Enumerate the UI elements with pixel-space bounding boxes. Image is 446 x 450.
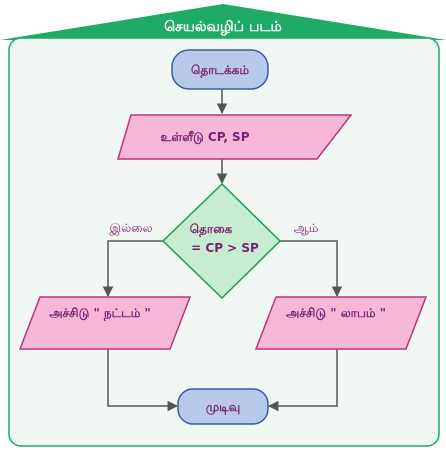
print-loss-node: அச்சிடு " நட்டம் " xyxy=(18,296,192,350)
print-profit-parallelogram-shape xyxy=(254,296,428,350)
title-tab xyxy=(160,14,286,38)
decision-diamond-shape xyxy=(161,182,282,300)
print-profit-node: அச்சிடு " லாபம் " xyxy=(254,296,428,350)
end-node: முடிவு xyxy=(177,388,269,425)
print-loss-label: அச்சிடு " நட்டம் " xyxy=(49,306,151,321)
input-label: உள்ளீடு CP, SP xyxy=(160,130,249,144)
end-terminal-shape xyxy=(177,388,269,425)
print-loss-parallelogram-shape xyxy=(18,296,192,350)
start-label: தொடக்கம் xyxy=(191,63,249,78)
print-profit-label: அச்சிடு " லாபம் " xyxy=(286,306,386,320)
edge-label-yes: ஆம் xyxy=(294,221,319,235)
end-label: முடிவு xyxy=(206,400,240,415)
arrow-decision-no-branch xyxy=(102,240,163,298)
edge-label-no: இல்லை xyxy=(110,221,153,236)
decision-label-line2: = CP > SP xyxy=(191,241,259,255)
input-parallelogram-shape xyxy=(116,114,353,160)
arrow-loss-to-end xyxy=(107,349,179,412)
input-node: உள்ளீடு CP, SP xyxy=(116,114,353,160)
arrow-decision-yes-branch xyxy=(280,240,343,298)
start-node: தொடக்கம் xyxy=(171,49,269,90)
diagram-title: செயல்வழிப் படம் xyxy=(164,19,282,36)
decision-label-line1: தொகை xyxy=(190,222,233,237)
decision-node: தொகை = CP > SP xyxy=(161,182,282,300)
start-terminal-shape xyxy=(171,49,269,90)
arrow-profit-to-end xyxy=(267,349,338,412)
